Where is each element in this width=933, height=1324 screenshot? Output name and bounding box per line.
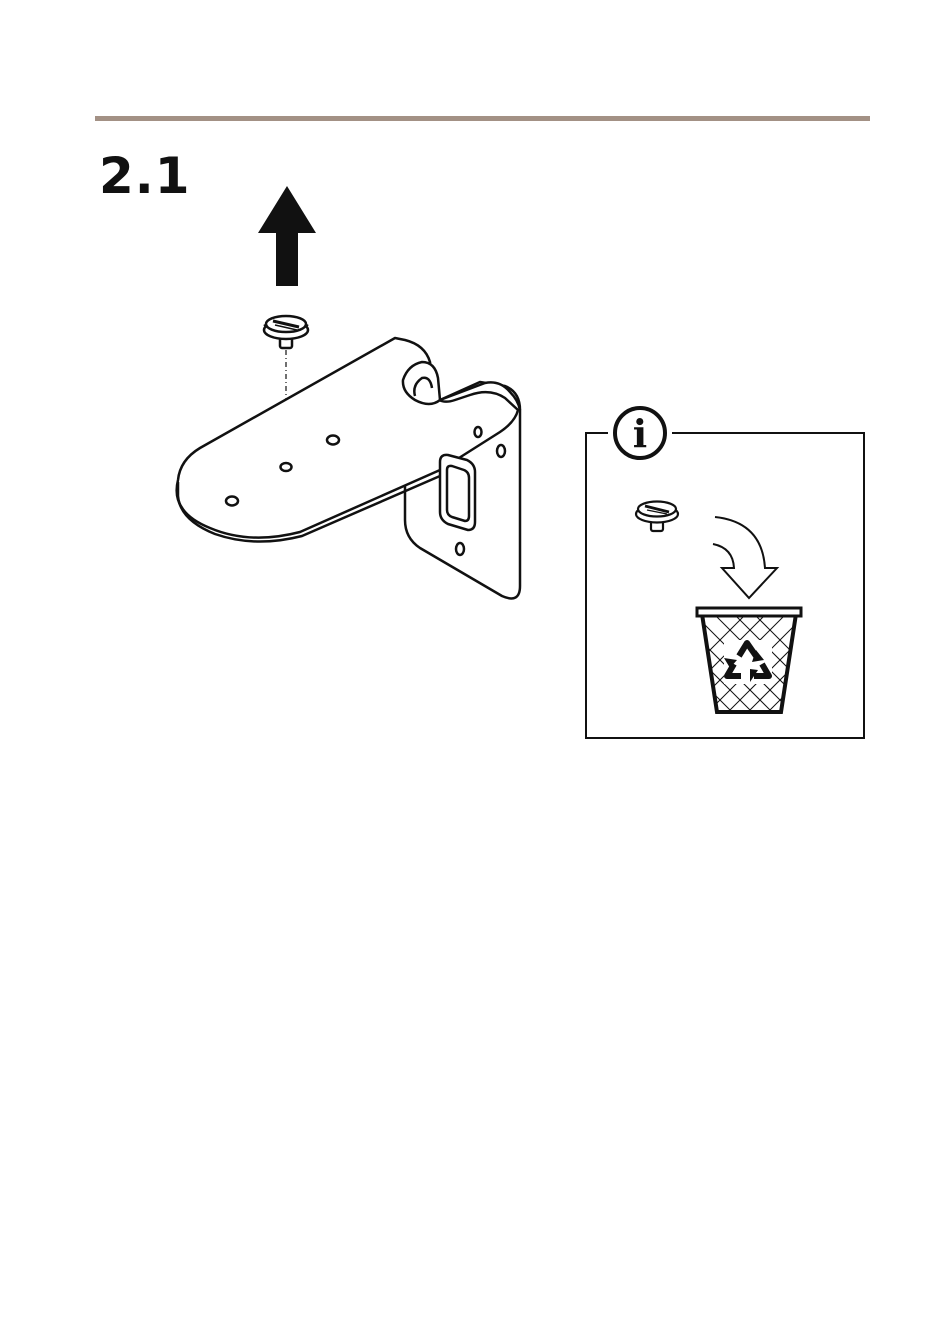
wall-mount-bracket	[177, 338, 520, 598]
curved-arrow-icon	[713, 517, 777, 598]
small-screw-icon	[636, 502, 678, 532]
info-glyph: i	[633, 411, 647, 456]
recycle-bin-icon	[620, 600, 880, 720]
up-arrow-icon	[258, 186, 316, 286]
screw-icon	[264, 316, 308, 348]
